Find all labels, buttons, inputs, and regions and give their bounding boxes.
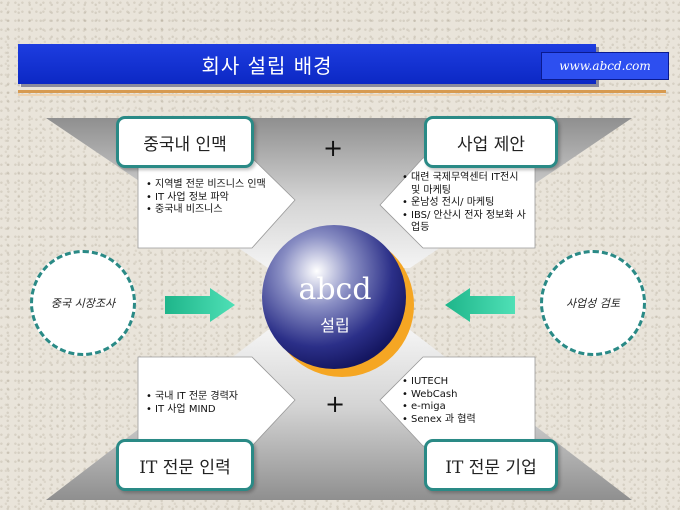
list-item: 중국내 비즈니스 [146, 204, 266, 217]
box-it-company: IT 전문 기업 [424, 439, 558, 491]
circle-market-research: 중국 시장조사 [30, 250, 136, 356]
divider-beige [18, 94, 666, 96]
box-china-network: 중국내 인맥 [116, 116, 254, 168]
website-url[interactable]: www.abcd.com [541, 52, 669, 80]
list-china-network: 지역별 전문 비즈니스 인맥 IT 사업 정보 파악 중국내 비즈니스 [146, 179, 266, 217]
list-business-proposal: 대련 국제무역센터 IT전시 및 마케팅 운남성 전시/ 마케팅 IBS/ 안산… [402, 172, 530, 235]
page-title: 회사 설립 배경 [201, 53, 333, 78]
list-item: IBS/ 안산시 전자 정보화 사업등 [402, 210, 530, 235]
list-item: 국내 IT 전문 경력자 [146, 391, 266, 404]
center-subtitle: 설립 [320, 316, 350, 335]
list-it-personnel: 국내 IT 전문 경력자 IT 사업 MIND [146, 391, 266, 416]
list-item: e-miga [402, 401, 530, 414]
list-it-company: IUTECH WebCash e-miga Senex 과 협력 [402, 376, 530, 426]
list-item: IT 사업 MIND [146, 404, 266, 417]
list-item: IUTECH [402, 376, 530, 389]
divider-orange [18, 90, 666, 93]
list-item: Senex 과 협력 [402, 414, 530, 427]
list-item: 운남성 전시/ 마케팅 [402, 197, 530, 210]
center-company-name: abcd [298, 272, 372, 307]
left-arrow [165, 288, 235, 322]
circle-feasibility-review-label: 사업성 검토 [565, 297, 621, 310]
list-item: WebCash [402, 389, 530, 402]
right-arrow [445, 288, 515, 322]
title-bar: 회사 설립 배경 [18, 44, 596, 84]
box-it-personnel: IT 전문 인력 [116, 439, 254, 491]
plus-top: + [323, 134, 344, 162]
box-business-proposal: 사업 제안 [424, 116, 558, 168]
list-item: 지역별 전문 비즈니스 인맥 [146, 179, 266, 192]
plus-bottom: + [325, 390, 346, 418]
list-item: 대련 국제무역센터 IT전시 및 마케팅 [402, 172, 530, 197]
center-sphere [262, 225, 406, 369]
circle-feasibility-review: 사업성 검토 [540, 250, 646, 356]
circle-market-research-label: 중국 시장조사 [50, 297, 116, 310]
list-item: IT 사업 정보 파악 [146, 192, 266, 205]
